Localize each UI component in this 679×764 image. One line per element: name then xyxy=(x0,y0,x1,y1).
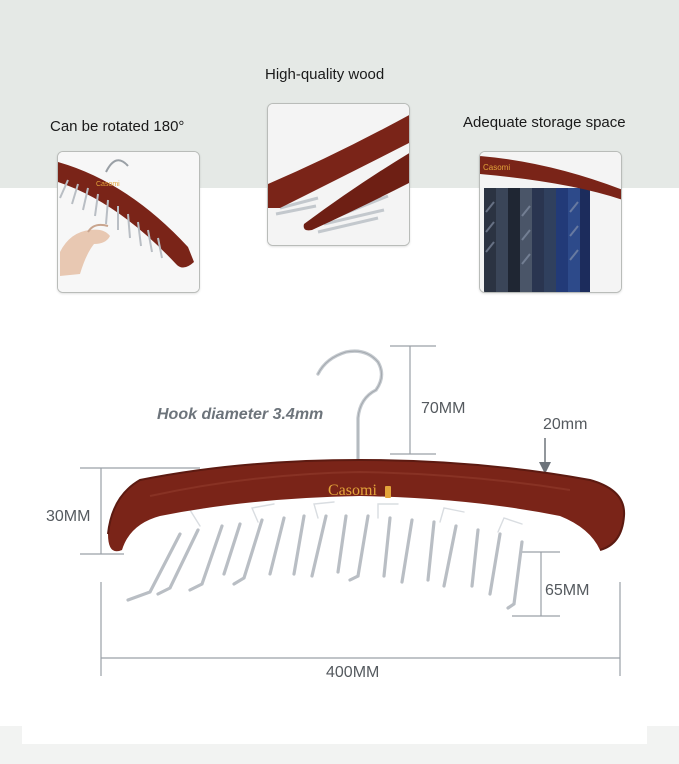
hook-diameter-note: Hook diameter 3.4mm xyxy=(157,406,324,423)
svg-text:Casomi: Casomi xyxy=(483,163,510,172)
bottom-strip xyxy=(0,726,679,764)
svg-text:Casomi: Casomi xyxy=(96,181,120,188)
brand-logo: Casomi xyxy=(328,482,377,499)
product-diagram: Casomi Hook diameter 3.4mm 70MM 20mm 30M… xyxy=(0,320,679,730)
dimension-thickness: 20mm xyxy=(543,416,588,433)
hand-rotating-hanger-photo: Casomi xyxy=(57,151,200,293)
feature-label-wood: High-quality wood xyxy=(265,66,385,83)
ties-on-hanger-photo: Casomi xyxy=(479,151,622,293)
dimension-width: 400MM xyxy=(326,664,380,681)
feature-label-rotate: Can be rotated 180° xyxy=(50,118,185,135)
feature-label-storage: Adequate storage space xyxy=(463,114,626,131)
wood-closeup-photo xyxy=(267,103,410,246)
dimension-hook-length: 65MM xyxy=(545,582,590,599)
dimension-height: 30MM xyxy=(46,508,91,525)
dimension-hook-height: 70MM xyxy=(421,400,466,417)
hanger-illustration xyxy=(80,345,626,676)
tie-logo-icon xyxy=(385,486,391,498)
